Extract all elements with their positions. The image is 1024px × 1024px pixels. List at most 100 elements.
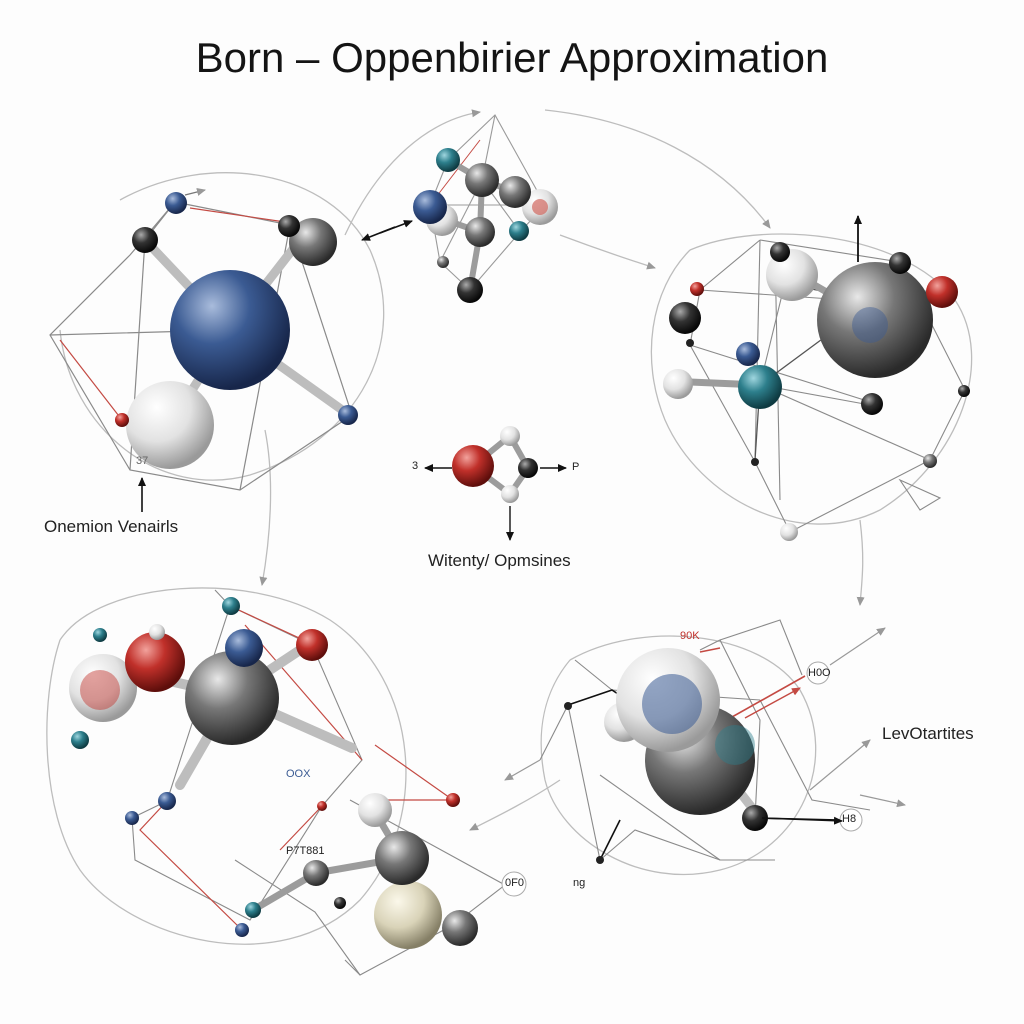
tag-h8: H8: [842, 813, 857, 825]
atom: [149, 624, 165, 640]
center-left-tag: 3: [412, 460, 419, 472]
atom: [532, 199, 548, 215]
atom: [303, 860, 329, 886]
tag-h00: H0O: [808, 667, 831, 679]
atom: [642, 674, 702, 734]
atom: [185, 651, 279, 745]
atom: [69, 654, 137, 722]
atom: [742, 805, 768, 831]
atom: [780, 523, 798, 541]
flow-curve-bottom: [469, 779, 561, 831]
molecule-top-center: [361, 114, 558, 303]
atom: [457, 277, 483, 303]
atom: [436, 148, 460, 172]
molecule-top-left: [49, 188, 358, 512]
atom: [501, 485, 519, 503]
molecule-bottom-left: [69, 589, 527, 976]
atom: [437, 256, 449, 268]
atom: [235, 923, 249, 937]
atom: [71, 731, 89, 749]
arrow-top-left-small: [184, 188, 206, 196]
atom: [80, 670, 120, 710]
molecule-center: [424, 426, 567, 541]
center-right-tag: P: [572, 461, 580, 473]
atom: [317, 801, 327, 811]
atom: [222, 597, 240, 615]
atom: [465, 163, 499, 197]
molecule-top-right: [663, 215, 970, 541]
atom: [442, 910, 478, 946]
atom: [669, 302, 701, 334]
flow-curve-top-right: [544, 109, 771, 229]
atom: [564, 702, 572, 710]
center-caption: Witenty/ Opmsines: [428, 551, 571, 570]
atom: [518, 458, 538, 478]
atom: [245, 902, 261, 918]
right-caption: LevOtartites: [882, 724, 974, 743]
atom: [889, 252, 911, 274]
atom: [861, 393, 883, 415]
tag-ng: ng: [573, 877, 586, 889]
atom: [958, 385, 970, 397]
atom: [499, 176, 531, 208]
atom: [225, 629, 263, 667]
wireframe-bottom-right: [539, 619, 871, 862]
atom: [278, 215, 300, 237]
arrow-bottom-right-gray-c: [504, 759, 541, 781]
atom: [446, 793, 460, 807]
tag-90k: 90K: [680, 630, 700, 642]
atom: [125, 632, 185, 692]
atom: [766, 249, 818, 301]
atom: [751, 458, 759, 466]
atom: [923, 454, 937, 468]
enclosure-top-left: [59, 172, 385, 481]
left-caption: Onemion Venairls: [44, 517, 179, 536]
arrow-bottom-right-gray-d: [859, 794, 906, 808]
atom: [338, 405, 358, 425]
tag-p7t881: P7T881: [286, 845, 325, 857]
atom: [509, 221, 529, 241]
atom: [296, 629, 328, 661]
flow-curve-left: [259, 429, 272, 586]
atom: [413, 190, 447, 224]
flow-curve-mid: [559, 234, 656, 270]
arrow-bottom-right-gray-a: [809, 739, 871, 791]
atom: [596, 856, 604, 864]
atom: [663, 369, 693, 399]
atom: [165, 192, 187, 214]
atom: [926, 276, 958, 308]
atom: [770, 242, 790, 262]
atom: [465, 217, 495, 247]
diagram-title: Born – Oppenbirier Approximation: [195, 34, 829, 81]
flow-curve-top-left: [344, 109, 481, 236]
arrow-bottom-right-red: [744, 687, 801, 719]
atom: [690, 282, 704, 296]
atom: [125, 811, 139, 825]
atom: [852, 307, 888, 343]
atom: [715, 725, 755, 765]
atom: [736, 342, 760, 366]
atom: [686, 339, 694, 347]
atom: [817, 262, 933, 378]
tag-0f0: 0F0: [505, 877, 524, 889]
atom: [738, 365, 782, 409]
atom: [358, 793, 392, 827]
atom: [170, 270, 290, 390]
atom: [375, 831, 429, 885]
atom: [334, 897, 346, 909]
atom: [158, 792, 176, 810]
tag-ring: [501, 871, 527, 897]
arrow-bottom-right-out: [761, 816, 843, 825]
arrow-bottom-right-gray-b: [829, 627, 886, 666]
atom: [374, 881, 442, 949]
enclosure-top-right: [650, 233, 973, 525]
atom: [132, 227, 158, 253]
flow-curve-right: [856, 519, 865, 606]
atom: [115, 413, 129, 427]
double-arrow-top-center-b: [379, 220, 413, 234]
atom: [452, 445, 494, 487]
red-links-top-left: [59, 207, 286, 421]
tag-ring: [806, 661, 830, 685]
atom: [126, 381, 214, 469]
